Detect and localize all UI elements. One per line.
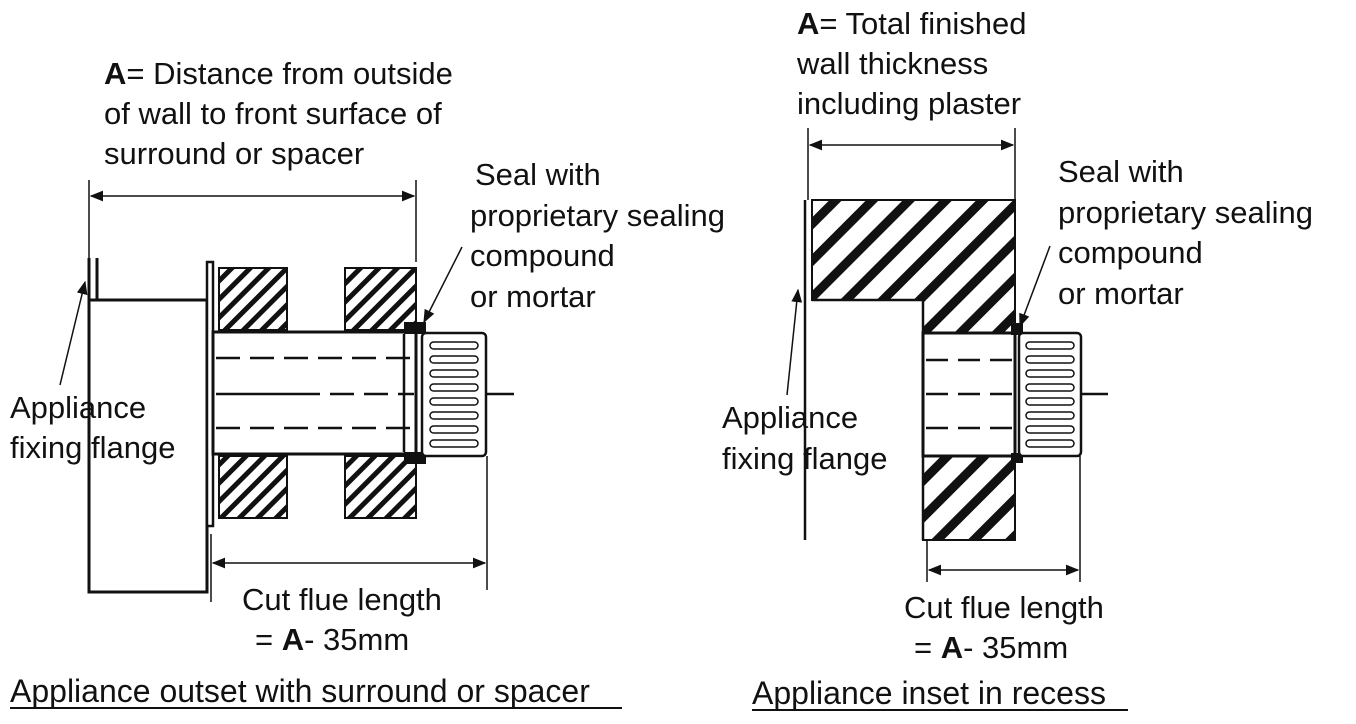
right-terminal-grille [1025, 341, 1075, 448]
left-caption: Appliance outset with surround or spacer [10, 673, 590, 709]
left-seal-top [404, 322, 426, 334]
left-flange-leader-arrow [59, 280, 88, 386]
left-flue-terminal [420, 331, 488, 458]
right-wall-upper [811, 199, 1016, 334]
inset-diagram: A= Total finished wall thickness includi… [722, 6, 1322, 711]
right-flue-terminal [1017, 331, 1083, 458]
right-wall-lower [922, 455, 1016, 541]
left-flange-label: Appliance fixing flange [10, 390, 175, 465]
left-wall-outer-top [344, 267, 417, 331]
left-cut-label: Cut flue length = A- 35mm [242, 582, 451, 657]
left-appliance-body [87, 298, 209, 594]
left-seal-leader-arrow [423, 246, 463, 324]
outset-diagram: A= Distance from outside of wall to fron… [10, 56, 734, 709]
right-seal-leader-arrow [1019, 245, 1051, 328]
left-terminal-grille [429, 341, 479, 448]
right-seal-label: Seal with proprietary sealing compound o… [1058, 154, 1322, 311]
right-dimension-label: A= Total finished wall thickness includi… [796, 6, 1035, 121]
left-dimension-label: A= Distance from outside of wall to fron… [104, 56, 462, 171]
right-flange-label: Appliance fixing flange [722, 400, 887, 476]
left-wall-inner-top [218, 267, 288, 331]
left-seal-bottom [404, 452, 426, 464]
right-flange-leader-arrow [786, 288, 803, 396]
left-wall-outer-bottom [344, 455, 417, 519]
right-caption: Appliance inset in recess [752, 675, 1106, 711]
right-cut-label: Cut flue length = A- 35mm [904, 590, 1113, 665]
right-seal-bottom [1011, 453, 1023, 463]
left-wall-inner-bottom [218, 455, 288, 519]
left-seal-label: Seal with proprietary sealing compound o… [470, 157, 734, 314]
